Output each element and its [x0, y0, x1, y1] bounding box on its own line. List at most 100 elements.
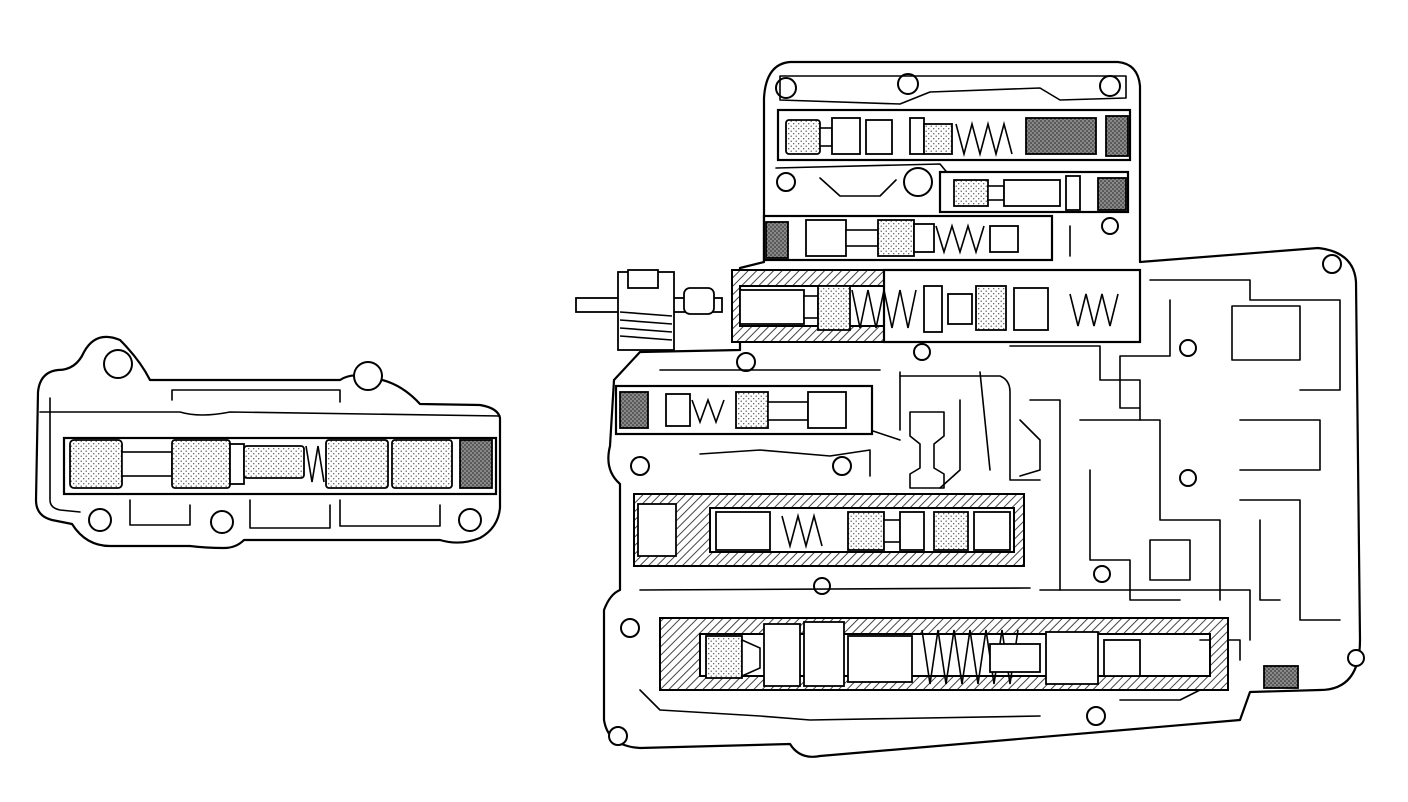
valve-bore-2: [938, 170, 1130, 214]
valve-land: [735, 391, 769, 429]
mount-hole: [776, 172, 796, 192]
end-plug: [619, 391, 649, 429]
valve-land: [637, 503, 677, 557]
mount-hole: [458, 508, 482, 532]
valve-bore-1: [776, 108, 1132, 162]
valve-land: [947, 293, 973, 325]
valve-sleeve: [659, 617, 1229, 691]
mount-hole: [353, 361, 383, 391]
valve-land: [989, 643, 1041, 673]
valve-bore-5: [614, 384, 874, 436]
end-plug: [1097, 177, 1127, 211]
end-plug: [765, 221, 789, 259]
valve-land: [831, 117, 861, 155]
mount-hole: [103, 349, 133, 379]
valve-land: [785, 119, 821, 155]
end-plug: [1263, 665, 1299, 689]
mount-hole: [832, 456, 852, 476]
valve-spring: [1069, 293, 1119, 327]
valve-land: [953, 179, 989, 207]
valve-spring: [781, 512, 823, 550]
end-plug: [1025, 117, 1097, 155]
valve-land: [923, 285, 943, 333]
valve-stem: [845, 229, 879, 247]
bolt-thread: [619, 311, 673, 341]
oil-channel: [339, 499, 441, 527]
valve-spring: [921, 629, 1019, 685]
valve-land: [739, 289, 805, 325]
valve-land: [325, 439, 389, 489]
valve-bore-7: [659, 617, 1299, 691]
mount-hole: [1093, 565, 1111, 583]
mount-hole: [736, 352, 756, 372]
valve-land: [805, 219, 847, 257]
valve-land: [243, 445, 305, 479]
mount-hole: [1099, 75, 1121, 97]
valve-land: [705, 635, 743, 679]
mount-hole: [813, 577, 831, 595]
valve-bore-6: [633, 493, 1025, 567]
valve-land: [1013, 287, 1049, 331]
valve-stem: [767, 401, 809, 421]
valve-land: [1045, 631, 1099, 685]
valve-stem: [741, 638, 761, 678]
valve-land: [913, 223, 935, 253]
valve-stem: [803, 295, 819, 319]
valve-land: [817, 285, 851, 331]
end-plug: [1105, 115, 1129, 157]
end-plug: [459, 439, 493, 489]
oil-channel: [129, 499, 191, 526]
valve-land: [229, 443, 245, 485]
valve-spring: [955, 120, 1013, 158]
mount-hole: [913, 343, 931, 361]
valve-land: [665, 393, 691, 427]
mount-hole: [1101, 217, 1119, 235]
valve-bore: [882, 268, 1142, 344]
mount-hole: [1086, 706, 1106, 726]
valve-land: [933, 511, 969, 551]
valve-land: [909, 117, 925, 155]
oil-channels: [639, 75, 1341, 721]
valve-bore-4: [575, 268, 1142, 351]
mount-hole: [630, 456, 650, 476]
mount-hole: [897, 73, 919, 95]
valve-land: [807, 391, 847, 429]
valve-land: [975, 285, 1007, 331]
valve-sleeve: [633, 493, 1025, 567]
oil-channel: [249, 499, 331, 529]
valve-stem: [883, 519, 901, 543]
valve-land: [899, 511, 925, 551]
valve-land: [865, 119, 893, 155]
mount-hole: [620, 618, 640, 638]
valve-land: [847, 635, 913, 683]
mount-hole: [210, 510, 234, 534]
bolt-nut: [627, 269, 659, 289]
valve-land: [391, 439, 453, 489]
mount-hole: [903, 167, 933, 197]
valve-spring: [851, 289, 917, 329]
mount-hole: [1322, 254, 1342, 274]
valve-land: [171, 439, 231, 489]
valve-land: [763, 623, 801, 687]
mount-hole: [608, 726, 628, 746]
valve-land: [1103, 639, 1141, 677]
valve-stem: [819, 127, 833, 147]
valve-land: [923, 123, 953, 155]
oil-channel: [171, 389, 341, 403]
valve-stem: [121, 451, 173, 477]
valve-spring: [691, 397, 725, 425]
mount-hole: [775, 77, 797, 99]
valve-land: [69, 439, 123, 489]
valve-stem: [987, 185, 1005, 201]
mount-hole: [1347, 649, 1365, 667]
valve-spring: [935, 223, 985, 255]
valve-land: [1003, 179, 1061, 207]
bolt-end: [683, 287, 715, 315]
valve-land: [877, 219, 915, 257]
small-valve-body: [34, 335, 502, 550]
valve-land: [973, 511, 1011, 551]
valve-land: [715, 511, 771, 551]
valve-bore-3: [762, 214, 1054, 262]
